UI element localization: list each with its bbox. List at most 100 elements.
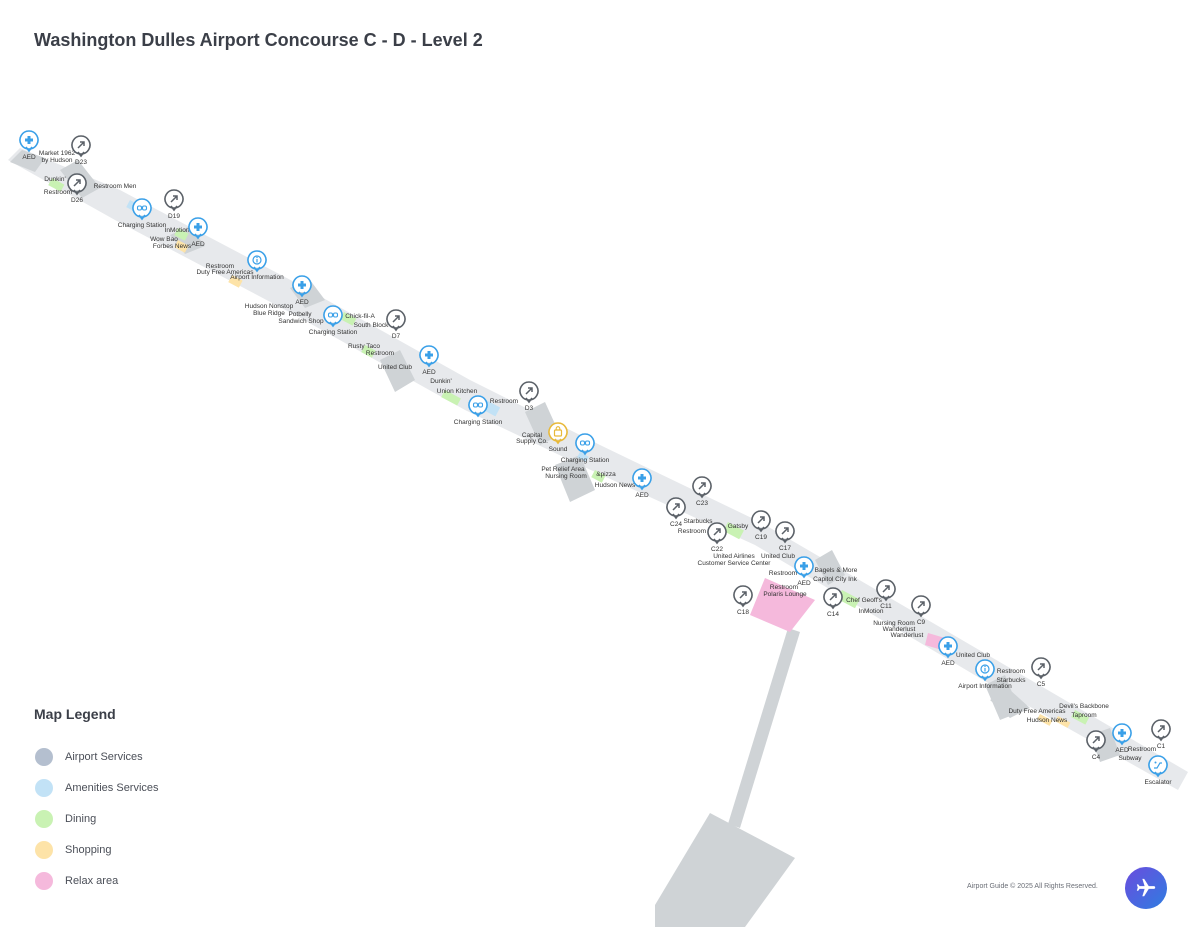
pin-label: AED (941, 660, 955, 667)
place-label: Bagels & More (815, 567, 858, 574)
map-pin-gate[interactable]: C5 (1031, 657, 1051, 688)
concourse-floor (8, 148, 1188, 790)
pin-label: C4 (1092, 754, 1101, 761)
arrow-up-right-icon (917, 601, 925, 609)
legend-label: Shopping (65, 843, 112, 856)
shopping-area (1055, 715, 1071, 728)
pin-label: AED (422, 369, 436, 376)
map-pin-gate[interactable]: C1 (1151, 719, 1171, 750)
map-legend: Airport Services Amenities Services Dini… (35, 741, 159, 896)
map-pin-aed[interactable]: AED (419, 345, 439, 376)
map-pin-gate[interactable]: C19 (751, 510, 771, 541)
place-label: Duty Free Americas (1008, 708, 1066, 715)
map-pin-shop[interactable]: Sound (548, 422, 568, 453)
pin-label: Sound (549, 446, 568, 453)
map-pin-gate[interactable]: C24 (666, 497, 686, 528)
place-label: Hudson Nonstop (245, 303, 294, 310)
legend-item-amenities-services[interactable]: Amenities Services (35, 772, 159, 803)
arrow-up-right-icon (698, 482, 706, 490)
legend-item-shopping[interactable]: Shopping (35, 834, 159, 865)
map-pin-escalator[interactable]: Escalator (1144, 755, 1172, 786)
legend-item-airport-services[interactable]: Airport Services (35, 741, 159, 772)
medical-cross-icon (425, 351, 433, 359)
pin-label: C18 (737, 609, 749, 616)
place-label: Starbucks (684, 518, 714, 525)
arrow-up-right-icon (392, 315, 400, 323)
map-pin-aed[interactable]: AED (292, 275, 312, 306)
place-label: InMotion (859, 608, 884, 615)
arrow-up-right-icon (1157, 725, 1165, 733)
map-pin-aed[interactable]: AED (938, 636, 958, 667)
medical-cross-icon (25, 136, 33, 144)
map-pin-gate[interactable]: C11 (876, 579, 896, 610)
dining-area (174, 228, 189, 241)
map-pin-gate[interactable]: D7 (386, 309, 406, 340)
map-pin-charging[interactable]: Charging Station (454, 395, 503, 426)
legend-item-relax-area[interactable]: Relax area (35, 865, 159, 896)
plug-icon (579, 440, 591, 446)
map-pin-gate[interactable]: C9 (911, 595, 931, 626)
map-pin-gate[interactable]: C22 (707, 522, 727, 553)
place-label: Market 1962 (39, 150, 76, 157)
map-pin-gate[interactable]: D23 (71, 135, 91, 166)
legend-label: Relax area (65, 874, 119, 887)
map-pin-aed[interactable]: AED (19, 130, 39, 161)
map-pin-gate[interactable]: C18 (733, 585, 753, 616)
map-pin-info[interactable]: Airport Information (958, 659, 1012, 690)
pin-label: C14 (827, 611, 839, 618)
map-pin-gate[interactable]: C14 (823, 587, 843, 618)
place-label: Chef Geoff's (846, 597, 883, 604)
place-label: Devil's Backbone (1059, 703, 1109, 710)
legend-swatch (35, 778, 53, 797)
shopping-bag-icon (553, 426, 563, 437)
place-label: Restroom (1128, 746, 1156, 753)
pin-label: C17 (779, 545, 791, 552)
main-terminal-building (655, 813, 795, 927)
gate-block (555, 455, 595, 502)
map-pin-info[interactable]: Airport Information (230, 250, 284, 281)
map-pin-charging[interactable]: Charging Station (561, 433, 610, 464)
map-pin-gate[interactable]: C17 (775, 521, 795, 552)
shopping-area (228, 275, 243, 288)
map-pin-aed[interactable]: AED (632, 468, 652, 499)
place-label: Blue Ridge (253, 310, 285, 317)
place-label: Nursing Room (545, 473, 587, 480)
pin-label: AED (22, 154, 36, 161)
arrow-up-right-icon (829, 593, 837, 601)
place-label: Customer Service Center (698, 560, 772, 567)
pin-label: Charging Station (454, 419, 503, 426)
place-label: Restroom (769, 570, 797, 577)
amenities-area (577, 451, 589, 462)
map-pin-gate[interactable]: C23 (692, 476, 712, 507)
place-label: by Hudson (41, 157, 72, 164)
map-pin-aed[interactable]: AED (1112, 723, 1132, 754)
pin-label: D7 (392, 333, 401, 340)
pin-label: D26 (71, 197, 83, 204)
place-label: United Club (956, 652, 990, 659)
gate-block (815, 550, 845, 585)
map-pin-gate[interactable]: D26 (67, 173, 87, 204)
place-label: Polaris Lounge (763, 591, 807, 598)
map-pin-aed[interactable]: AED (794, 556, 814, 587)
pin-label: AED (295, 299, 309, 306)
legend-label: Dining (65, 812, 97, 825)
map-pin-aed[interactable]: AED (188, 217, 208, 248)
legend-swatch (35, 871, 53, 890)
map-pin-gate[interactable]: D3 (519, 381, 539, 412)
pin-label: C19 (755, 534, 767, 541)
pin-label: D19 (168, 213, 180, 220)
arrow-up-right-icon (170, 195, 178, 203)
place-label: Wow Bao (150, 236, 178, 243)
plug-icon (327, 312, 339, 318)
map-pin-gate[interactable]: D19 (164, 189, 184, 220)
legend-item-dining[interactable]: Dining (35, 803, 159, 834)
map-pin-gate[interactable]: C4 (1086, 730, 1106, 761)
map-pin-charging[interactable]: Charging Station (118, 198, 167, 229)
map-pin-charging[interactable]: Charging Station (309, 305, 358, 336)
plug-icon (472, 402, 484, 408)
airport-guide-button[interactable] (1125, 867, 1167, 909)
place-label: Forbes News (153, 243, 192, 250)
